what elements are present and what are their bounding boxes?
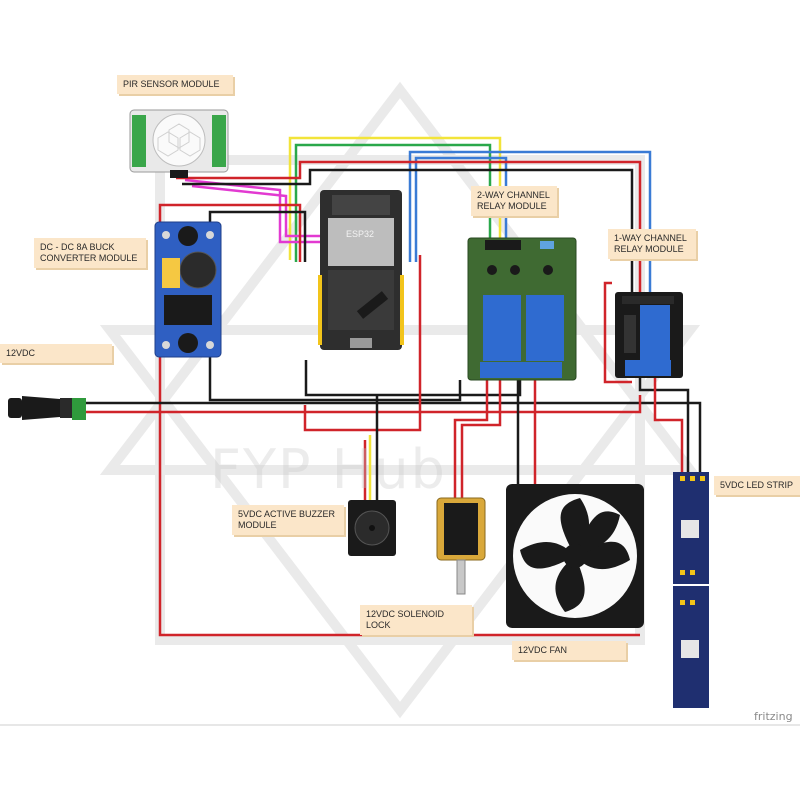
- dc-power-jack: [8, 396, 86, 420]
- label-pir-sensor: PIR SENSOR MODULE: [117, 75, 233, 94]
- label-relay-1-channel: 1-WAY CHANNEL RELAY MODULE: [608, 229, 696, 259]
- buck-converter-module: [154, 221, 222, 358]
- buzzer-module: [348, 500, 396, 556]
- label-fan: 12VDC FAN: [512, 641, 626, 660]
- label-led-strip: 5VDC LED STRIP: [714, 476, 800, 495]
- led-strip: [672, 472, 710, 708]
- watermark-text: FYP Hub: [210, 438, 447, 501]
- label-esp32: ESP32: [346, 229, 375, 239]
- label-relay-2-channel: 2-WAY CHANNEL RELAY MODULE: [471, 186, 557, 216]
- cooling-fan: [506, 484, 644, 628]
- relay-2-channel-module: [467, 237, 577, 381]
- solenoid-lock: [436, 497, 486, 595]
- label-solenoid: 12VDC SOLENOID LOCK: [360, 605, 472, 635]
- relay-1-channel-module: [615, 292, 683, 378]
- fritzing-logo: fritzing: [754, 710, 793, 723]
- label-buzzer: 5VDC ACTIVE BUZZER MODULE: [232, 505, 344, 535]
- pir-sensor-module: [129, 109, 229, 178]
- esp32-board: [318, 190, 404, 350]
- label-buck-converter: DC - DC 8A BUCK CONVERTER MODULE: [34, 238, 146, 268]
- label-12vdc: 12VDC: [0, 344, 112, 363]
